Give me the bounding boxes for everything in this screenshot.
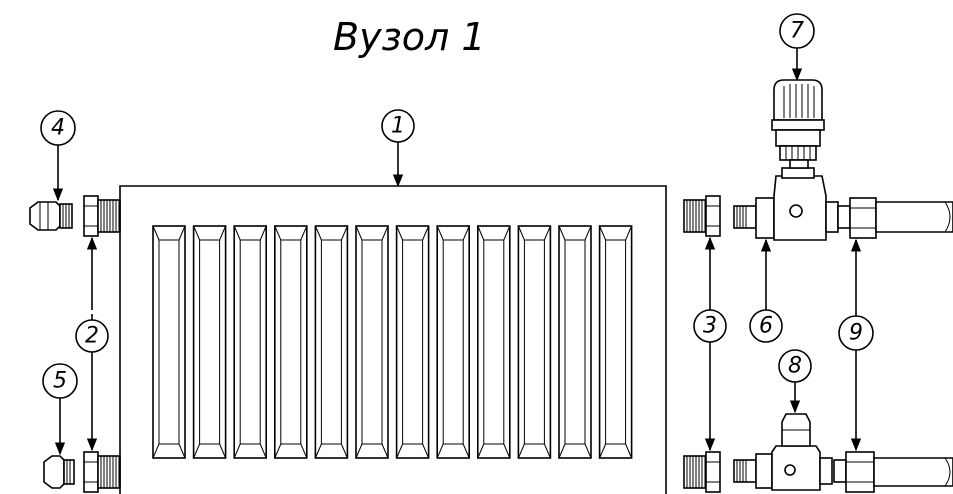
radiator-section [192,225,227,459]
callout-6: 6 [749,309,783,343]
callout-5: 5 [42,363,78,399]
radiator [119,185,667,494]
left-bottom-fittings [43,451,121,493]
svg-text:1: 1 [391,114,405,139]
radiator-section [233,225,267,459]
leader-lines [52,48,862,456]
radiator-section [476,225,511,459]
thermostatic-valve [733,159,839,241]
drawing-title: Вузол 1 [333,15,486,59]
svg-text:5: 5 [53,369,67,394]
radiator-section [355,225,389,459]
callouts: 1 2 3 4 5 6 7 8 9 [40,13,874,399]
radiator-section [436,225,471,459]
radiator-section [517,225,552,459]
radiator-section [558,225,592,459]
callout-8: 8 [778,349,812,383]
svg-text:9: 9 [849,321,863,346]
svg-text:3: 3 [703,314,717,339]
upper-pipe-union [837,197,953,239]
svg-text:2: 2 [85,324,99,349]
callout-9: 9 [838,315,874,351]
callout-3: 3 [693,309,727,343]
svg-text:4: 4 [51,116,65,141]
radiator-section [395,225,430,459]
radiator-section [152,225,186,459]
callout-1: 1 [381,109,415,143]
return-valve [733,413,833,491]
left-top-fittings [29,195,121,237]
callout-2: 2 [75,319,109,353]
radiator-section [273,225,308,459]
radiator-section [314,225,349,459]
radiator-sections [152,225,633,459]
radiator-section [598,225,633,459]
thermostatic-head [771,79,825,161]
svg-text:8: 8 [788,354,802,379]
callout-4: 4 [40,110,76,146]
callout-7: 7 [779,13,815,49]
lower-pipe-union [833,451,953,493]
svg-text:6: 6 [759,314,773,339]
svg-text:7: 7 [790,19,804,44]
